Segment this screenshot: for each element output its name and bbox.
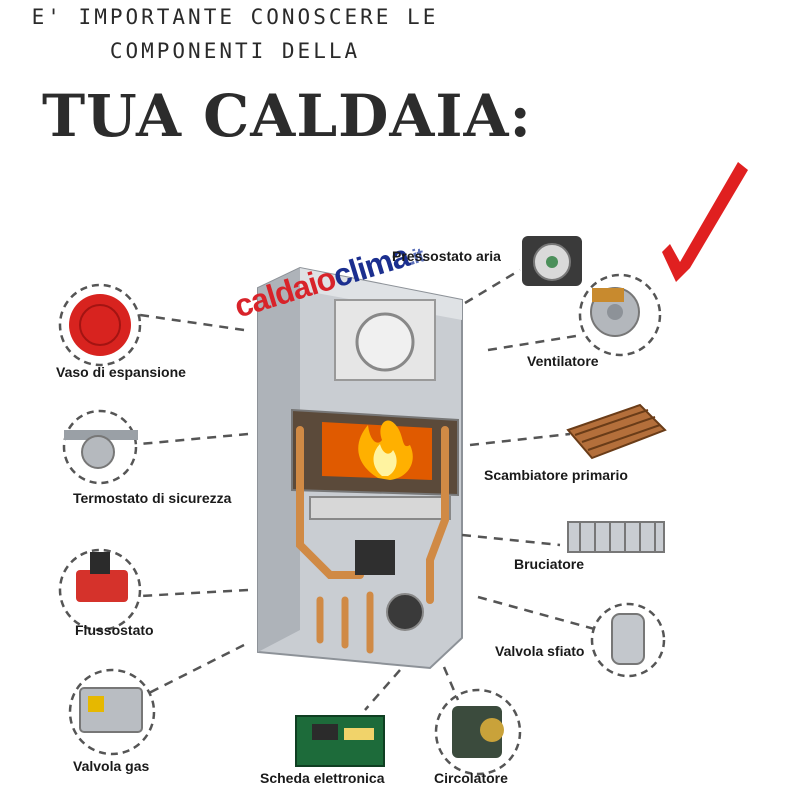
vaso-di-espansione-icon [60, 285, 140, 365]
ventilatore-icon [580, 275, 660, 355]
pressostato-aria-icon [522, 236, 582, 286]
valvola-gas-icon [70, 670, 154, 754]
flussostato-icon [60, 550, 140, 630]
label-scheda-elettronica: Scheda elettronica [260, 770, 385, 786]
boiler-illustration [258, 268, 462, 668]
label-termostato-di-sicurezza: Termostato di sicurezza [73, 490, 231, 506]
label-valvola-sfiato: Valvola sfiato [495, 643, 584, 659]
label-valvola-gas: Valvola gas [73, 758, 149, 774]
termostato-di-sicurezza-icon [64, 411, 138, 483]
label-flussostato: Flussostato [75, 622, 154, 638]
label-scambiatore-primario: Scambiatore primario [484, 467, 628, 483]
valvola-sfiato-icon [592, 604, 664, 676]
scheda-elettronica-icon [296, 716, 384, 766]
scambiatore-primario-icon [568, 405, 665, 458]
red-arrow-icon [662, 162, 748, 282]
bruciatore-icon [568, 522, 664, 552]
circolatore-icon [436, 690, 520, 774]
label-pressostato-aria: Pressostato aria [392, 248, 501, 264]
label-vaso-di-espansione: Vaso di espansione [56, 364, 186, 380]
label-circolatore: Circolatore [434, 770, 508, 786]
label-ventilatore: Ventilatore [527, 353, 599, 369]
label-bruciatore: Bruciatore [514, 556, 584, 572]
